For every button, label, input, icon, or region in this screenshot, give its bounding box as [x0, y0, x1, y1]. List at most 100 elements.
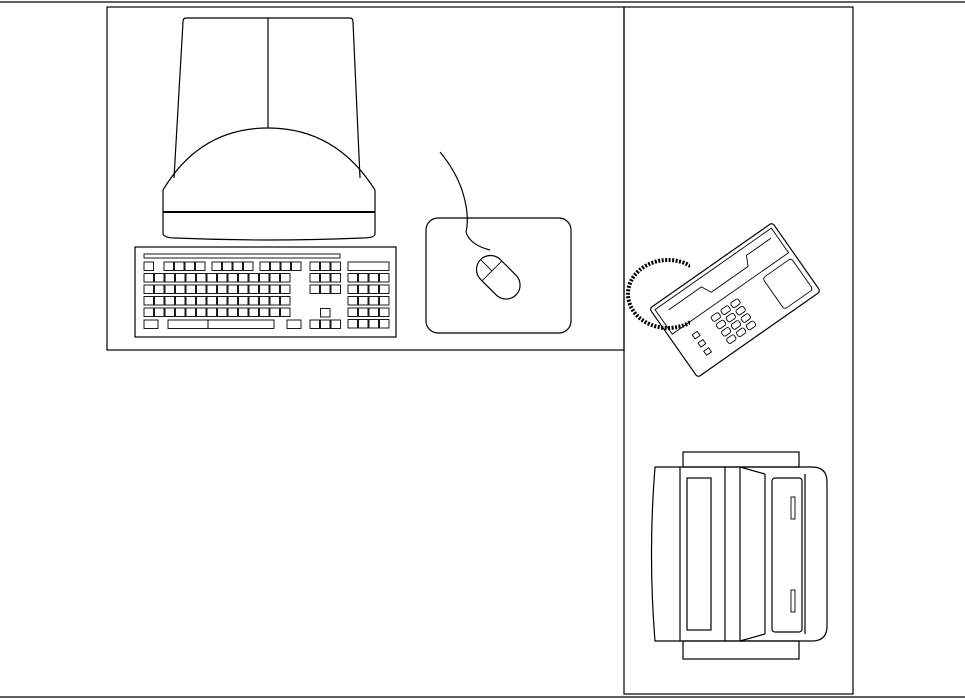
keyboard-key	[379, 319, 390, 329]
keyboard-key	[269, 284, 280, 294]
keyboard-key	[227, 284, 238, 294]
keyboard-key	[217, 296, 228, 306]
keyboard-key	[259, 296, 270, 306]
keyboard-key	[248, 296, 259, 306]
keyboard-key	[154, 273, 165, 283]
keyboard-key	[206, 284, 217, 294]
keyboard-key	[270, 261, 281, 271]
keyboard-key	[238, 296, 249, 306]
keyboard-key	[196, 307, 207, 317]
keyboard-key	[154, 296, 165, 306]
phone-key	[725, 312, 736, 323]
keyboard-key	[164, 307, 175, 317]
keyboard-key	[196, 296, 207, 306]
keyboard-key	[164, 284, 175, 294]
keyboard-key	[217, 273, 228, 283]
fax-machine-icon	[650, 451, 828, 660]
keyboard-key	[379, 307, 390, 317]
keyboard-key	[217, 284, 228, 294]
phone-key	[740, 313, 751, 323]
keyboard-key	[347, 296, 358, 306]
keyboard-key	[259, 273, 270, 283]
keyboard-key	[196, 273, 207, 283]
keyboard-key	[185, 284, 196, 294]
keyboard-key	[379, 273, 390, 283]
keyboard-key	[320, 284, 331, 294]
keyboard-key	[143, 261, 154, 271]
keyboard-key	[175, 273, 186, 283]
keyboard-key	[320, 319, 331, 329]
keyboard-key	[347, 307, 358, 317]
keyboard-key	[175, 307, 186, 317]
keyboard-key	[280, 273, 291, 283]
keyboard-key	[154, 284, 165, 294]
keyboard-key	[368, 273, 379, 283]
monitor-icon	[162, 17, 376, 241]
keyboard-key	[280, 296, 291, 306]
keyboard-key	[358, 284, 369, 294]
keyboard-key	[163, 261, 174, 271]
keyboard-key	[330, 261, 341, 271]
keyboard-key	[185, 273, 196, 283]
keyboard-key	[269, 273, 280, 283]
keyboard-key	[248, 273, 259, 283]
keyboard-key	[227, 307, 238, 317]
keyboard-key	[207, 319, 275, 329]
phone-key	[710, 312, 721, 322]
keyboard-key	[347, 273, 358, 283]
keyboard-key	[358, 307, 369, 317]
keyboard-key	[358, 273, 369, 283]
keyboard-key	[206, 273, 217, 283]
keyboard-key	[143, 284, 154, 294]
keyboard-key	[238, 284, 249, 294]
keyboard-key	[206, 296, 217, 306]
mousepad-icon	[425, 217, 572, 334]
keyboard-key	[347, 261, 390, 271]
keyboard-key	[143, 307, 154, 317]
keyboard-key	[320, 261, 331, 271]
keyboard-key	[143, 273, 154, 283]
keyboard-key	[291, 261, 302, 271]
keyboard-key	[217, 307, 228, 317]
keyboard-key	[185, 307, 196, 317]
keyboard-key	[196, 284, 207, 294]
telephone-icon	[626, 223, 820, 377]
keyboard-key	[347, 319, 358, 329]
keyboard-key	[358, 296, 369, 306]
keyboard-key	[222, 261, 233, 271]
keyboard-key	[227, 296, 238, 306]
keyboard-key	[269, 307, 280, 317]
keyboard-key	[259, 307, 270, 317]
phone-key	[745, 320, 757, 331]
keyboard-key	[309, 319, 320, 329]
phone-function-key	[703, 347, 713, 356]
phone-key	[720, 305, 731, 315]
keyboard-key	[309, 273, 320, 283]
keyboard-key	[248, 284, 259, 294]
keyboard-key	[174, 261, 185, 271]
keyboard-key	[206, 307, 217, 317]
keyboard-key	[184, 261, 195, 271]
keyboard-key	[309, 261, 320, 271]
keyboard-key	[330, 284, 341, 294]
keyboard-key	[143, 319, 159, 329]
keyboard-key	[347, 284, 358, 294]
phone-function-key	[697, 338, 707, 348]
keyboard-key	[379, 296, 390, 306]
keyboard-key	[211, 261, 222, 271]
keyboard-key	[259, 261, 270, 271]
phone-key	[715, 319, 727, 330]
keyboard-key	[368, 296, 379, 306]
keyboard-key	[143, 296, 154, 306]
keyboard-key	[175, 296, 186, 306]
keyboard-key	[175, 284, 186, 294]
mouse-icon	[439, 151, 521, 300]
keyboard-key	[368, 284, 379, 294]
keyboard-key	[248, 307, 259, 317]
keyboard-key	[195, 261, 206, 271]
keyboard-key	[164, 273, 175, 283]
keyboard-key	[238, 307, 249, 317]
keyboard-key	[227, 273, 238, 283]
keyboard-key	[164, 296, 175, 306]
